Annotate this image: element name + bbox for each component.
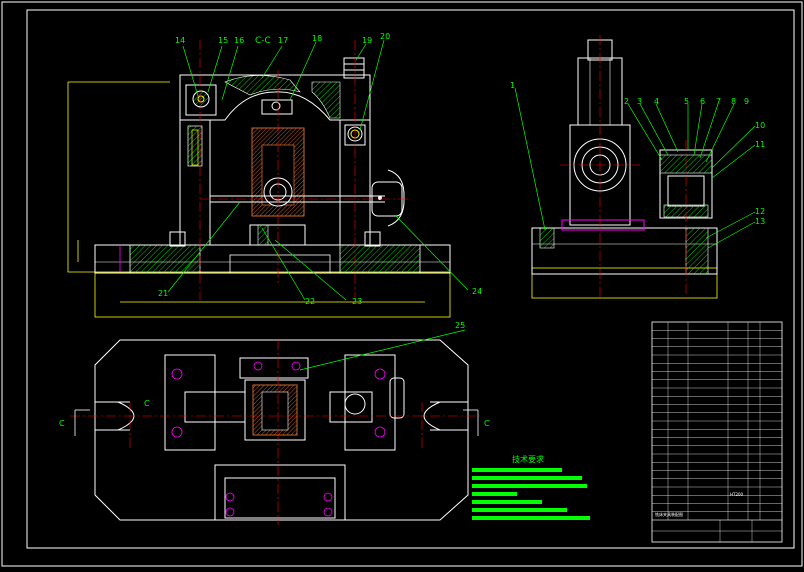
balloon-21: 21 [158, 289, 168, 298]
requirements-heading: 技术要求 [512, 454, 544, 464]
balloon-19: 19 [362, 36, 372, 45]
balloon-8: 8 [731, 97, 736, 106]
plan-view [70, 329, 480, 525]
balloon-2: 2 [624, 97, 629, 106]
balloon-23: 23 [352, 297, 362, 306]
balloon-14: 14 [175, 36, 185, 45]
balloon-24: 24 [472, 287, 482, 296]
title-block-material: HT200 [730, 492, 744, 497]
balloon-11: 11 [755, 140, 765, 149]
balloon-20: 20 [380, 32, 390, 41]
balloon-7: 7 [716, 97, 721, 106]
cut-letter-left: C [59, 419, 65, 428]
side-balloons: 1 2 3 4 5 6 7 8 9 10 11 12 13 [510, 81, 765, 226]
balloon-25: 25 [455, 321, 465, 330]
side-view [514, 35, 756, 300]
balloon-5: 5 [684, 97, 689, 106]
balloon-12: 12 [755, 207, 765, 216]
cut-letter-right: C [484, 419, 490, 428]
balloon-22: 22 [305, 297, 315, 306]
parts-list-table: 铣床夹具装配图 HT200 [651, 321, 783, 543]
balloon-10: 10 [755, 121, 765, 130]
balloon-9: 9 [744, 97, 749, 106]
balloon-6: 6 [700, 97, 705, 106]
front-section-view [67, 39, 469, 318]
balloon-16: 16 [234, 36, 244, 45]
balloon-4: 4 [654, 97, 659, 106]
title-block-title: 铣床夹具装配图 [655, 511, 683, 517]
balloon-13: 13 [755, 217, 765, 226]
balloon-15: 15 [218, 36, 228, 45]
cut-letter-left-inner: C [144, 399, 150, 408]
balloon-17: 17 [278, 36, 288, 45]
inner-border [26, 9, 795, 549]
balloon-1: 1 [510, 81, 515, 90]
balloon-3: 3 [637, 97, 642, 106]
front-balloons: 14 15 16 17 18 19 20 21 22 23 24 [158, 32, 482, 306]
section-label-cc: C-C [255, 36, 271, 46]
balloon-18: 18 [312, 34, 322, 43]
technical-requirements: 技术要求 [472, 454, 590, 520]
